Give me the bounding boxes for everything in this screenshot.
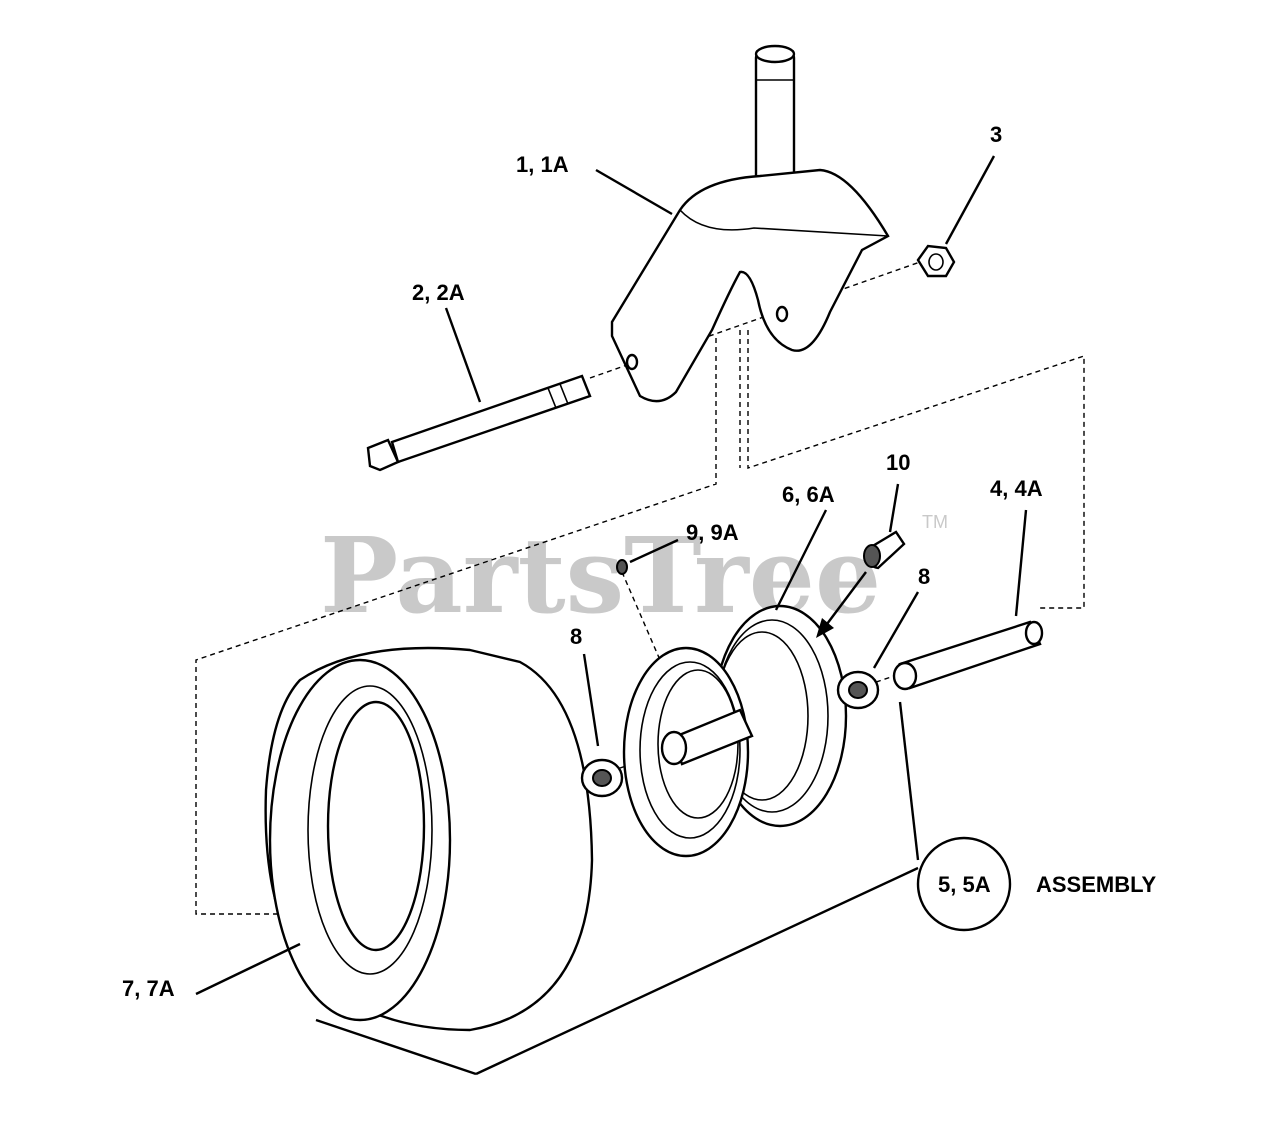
callout-valve-stem: 10 [886, 450, 910, 475]
wheel-rim [622, 604, 848, 858]
callout-spacer: 4, 4A [990, 476, 1043, 501]
caster-fork [610, 44, 890, 403]
callout-bearing-left: 8 [570, 624, 582, 649]
callout-grease-fitting: 9, 9A [686, 520, 739, 545]
callout-assembly-word: ASSEMBLY [1036, 872, 1157, 897]
callout-assembly-number: 5, 5A [938, 872, 991, 897]
callout-rim: 6, 6A [782, 482, 835, 507]
axle-bolt [366, 374, 592, 472]
valve-stem [816, 530, 906, 638]
callout-labels: 1, 1A 2, 2A 3 4, 4A 10 6, 6A 9, 9A 8 8 5… [122, 122, 1157, 1001]
callout-fork: 1, 1A [516, 152, 569, 177]
bearing-left [580, 758, 624, 798]
leader-lines [195, 155, 1028, 1076]
lock-nut [916, 244, 956, 278]
grease-fitting [616, 559, 628, 575]
bearing-right [836, 670, 880, 710]
callout-bolt: 2, 2A [412, 280, 465, 305]
watermark-tm: TM [922, 512, 948, 532]
watermark: PartsTree TM [320, 512, 948, 637]
tire [264, 646, 594, 1076]
spacer-tube [892, 620, 1044, 691]
callout-nut: 3 [990, 122, 1002, 147]
callout-bearing-right: 8 [918, 564, 930, 589]
assembly-circle [916, 836, 1012, 932]
callout-tire: 7, 7A [122, 976, 175, 1001]
